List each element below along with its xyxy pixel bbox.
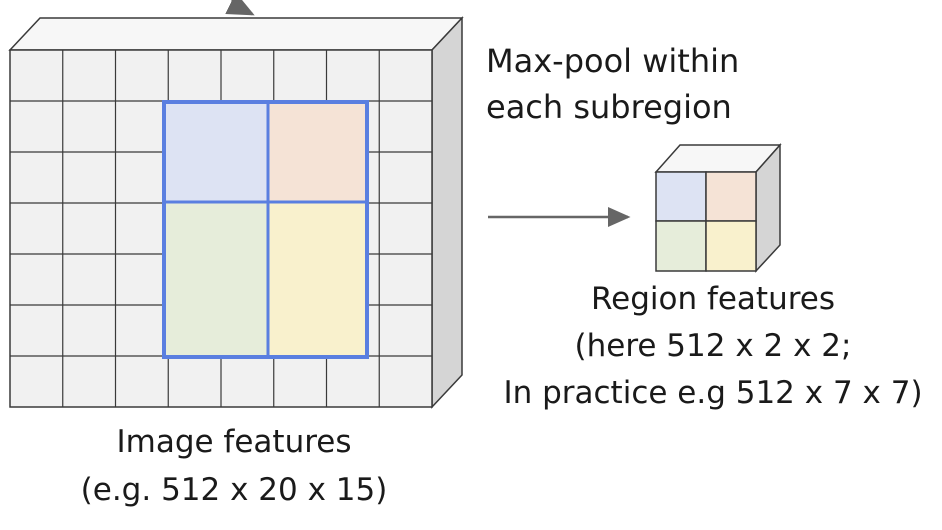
region-features-title: Region features [590, 281, 836, 317]
region-feature-cube [654, 143, 782, 273]
maxpool-label-line-1: Max-pool within [486, 42, 740, 80]
feature-map-side [431, 16, 463, 409]
image-feature-map [8, 16, 464, 409]
pooled-cell-bottom-left [655, 220, 707, 272]
feature-map-top [8, 17, 464, 51]
pooled-cell-top-left [655, 171, 707, 222]
subregion-bottom-left [164, 202, 268, 357]
region-features-practice: In practice e.g 512 x 7 x 7) [503, 375, 923, 411]
region-proposal-border [162, 100, 369, 359]
pooled-cell-bottom-right [705, 220, 757, 272]
pooled-cell-top-right [705, 171, 757, 222]
image-features-title: Image features [116, 424, 352, 460]
subregion-bottom-right [268, 202, 367, 357]
region-features-size: (here 512 x 2 x 2; [574, 328, 852, 364]
image-features-size: (e.g. 512 x 20 x 15) [80, 472, 388, 508]
subregion-top-right [268, 102, 367, 202]
curved-arrow-icon [225, 0, 255, 16]
subregion-top-left [164, 102, 268, 202]
maxpool-label-line-2: each subregion [486, 88, 732, 126]
